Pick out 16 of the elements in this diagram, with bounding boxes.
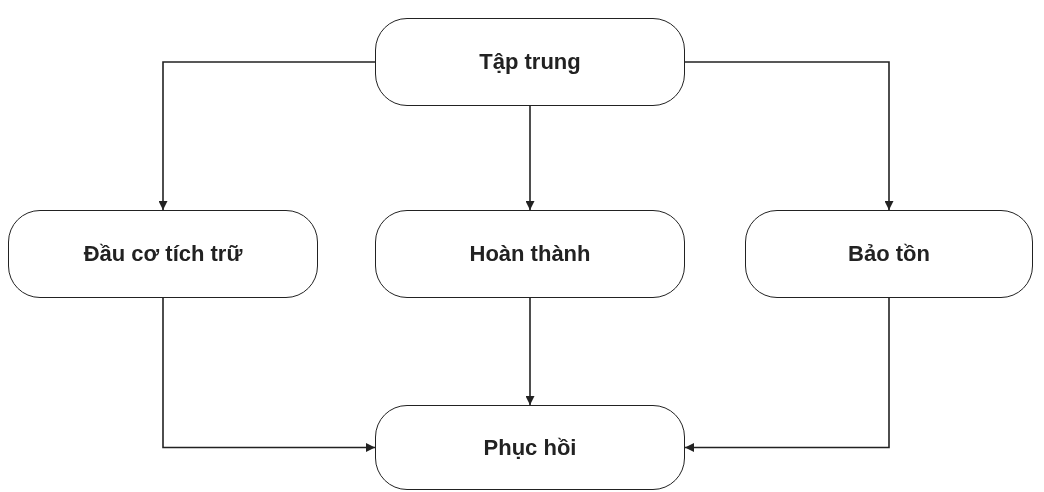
arrow — [684, 297, 890, 452]
node-label: Phục hồi — [483, 434, 577, 461]
node-label: Bảo tồn — [848, 241, 930, 267]
node-label: Hoàn thành — [469, 241, 591, 267]
arrow — [525, 297, 535, 406]
arrow — [158, 61, 376, 211]
arrow — [684, 61, 894, 211]
rounded-box — [375, 405, 685, 490]
node-label: Đầu cơ tích trữ — [83, 241, 243, 267]
arrow — [162, 297, 376, 452]
rounded-box — [745, 210, 1033, 298]
rounded-box — [375, 210, 685, 298]
node-label: Tập trung — [479, 49, 581, 75]
rounded-box — [375, 18, 685, 106]
rounded-box — [8, 210, 318, 298]
arrow — [525, 105, 535, 211]
